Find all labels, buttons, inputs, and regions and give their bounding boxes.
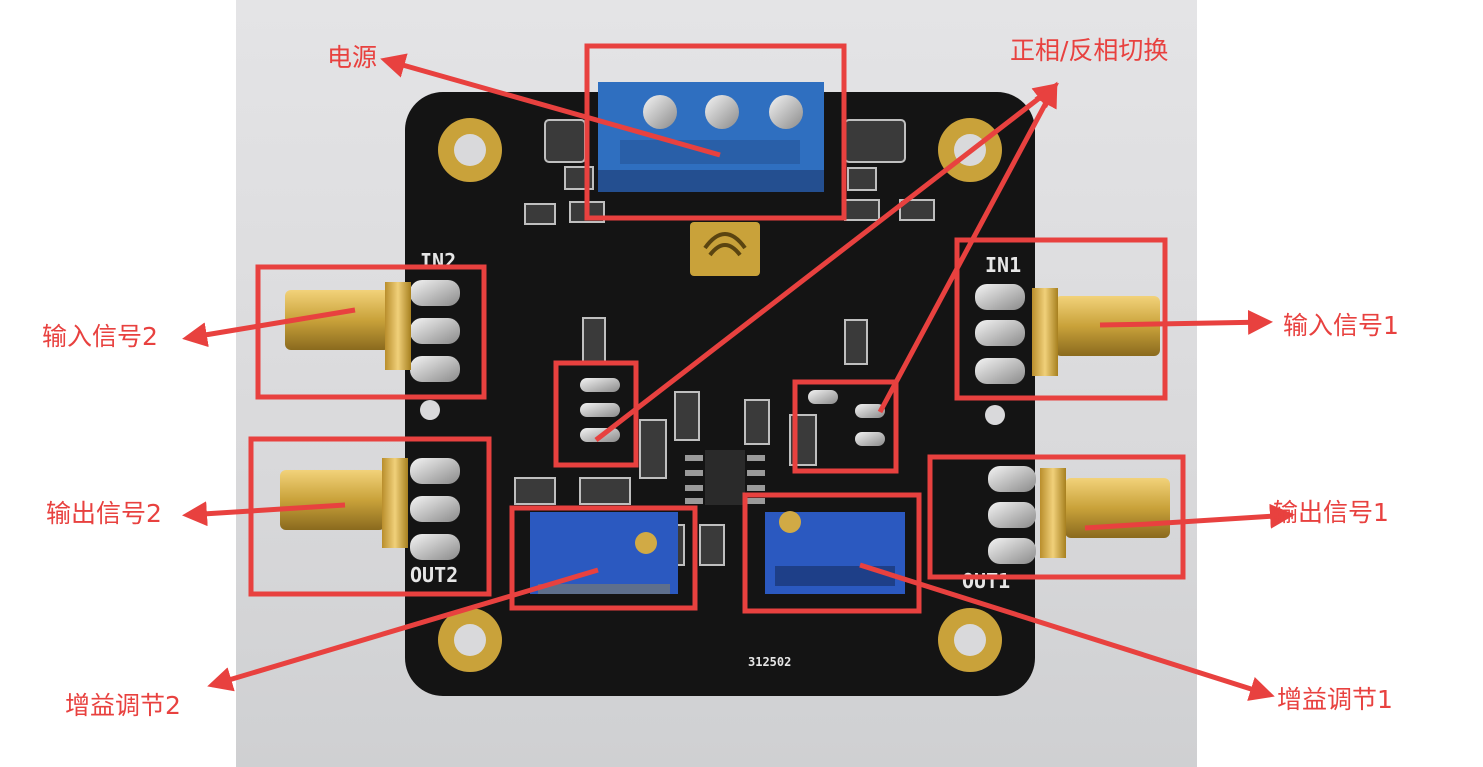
logo-pad bbox=[690, 222, 760, 276]
box-gain2 bbox=[509, 505, 698, 611]
silk-out1: OUT1 bbox=[962, 569, 1010, 593]
arrow-gain2 bbox=[207, 567, 599, 692]
arrow-power bbox=[380, 53, 721, 158]
box-input1 bbox=[954, 237, 1168, 401]
box-output2 bbox=[248, 436, 492, 597]
arrow-output1 bbox=[1084, 503, 1295, 531]
highlight-boxes bbox=[248, 43, 1186, 614]
mounting-holes bbox=[420, 118, 1005, 672]
label-gain1: 增益调节1 bbox=[1277, 685, 1393, 714]
box-jumpers-left bbox=[553, 360, 639, 468]
label-input1: 输入信号1 bbox=[1283, 311, 1399, 340]
silk-serial: 312502 bbox=[748, 655, 791, 669]
label-output1: 输出信号1 bbox=[1273, 498, 1389, 527]
box-input2 bbox=[255, 264, 487, 400]
potentiometer-1 bbox=[765, 511, 905, 594]
box-power bbox=[584, 43, 847, 221]
arrow-phase-left bbox=[594, 82, 1059, 442]
sma-out1 bbox=[1040, 468, 1170, 558]
annotation-arrows bbox=[182, 53, 1295, 701]
chip-pins bbox=[685, 455, 765, 504]
sma-in1 bbox=[1032, 288, 1160, 376]
label-output2: 输出信号2 bbox=[46, 499, 162, 528]
label-phase-switch: 正相/反相切换 bbox=[1010, 36, 1169, 65]
silk-in1: IN1 bbox=[985, 253, 1021, 277]
sma-in2 bbox=[285, 282, 411, 370]
box-jumpers-right bbox=[792, 379, 899, 474]
potentiometer-2 bbox=[530, 512, 678, 594]
wireless-icon bbox=[703, 232, 747, 257]
arrow-phase-right bbox=[877, 81, 1058, 414]
arrow-input2 bbox=[182, 307, 356, 348]
arrow-input1 bbox=[1099, 309, 1273, 335]
pin-headers bbox=[410, 280, 1036, 564]
box-gain1 bbox=[742, 492, 922, 614]
label-input2: 输入信号2 bbox=[42, 322, 158, 351]
op-amp-chip bbox=[705, 450, 745, 505]
box-output1 bbox=[927, 454, 1186, 580]
sma-out2 bbox=[280, 458, 408, 548]
label-gain2: 增益调节2 bbox=[65, 691, 181, 720]
label-power: 电源 bbox=[327, 43, 378, 72]
power-terminal-block bbox=[598, 82, 824, 192]
arrow-gain1 bbox=[859, 562, 1275, 701]
silk-out2: OUT2 bbox=[410, 563, 458, 587]
arrow-output2 bbox=[182, 501, 346, 527]
